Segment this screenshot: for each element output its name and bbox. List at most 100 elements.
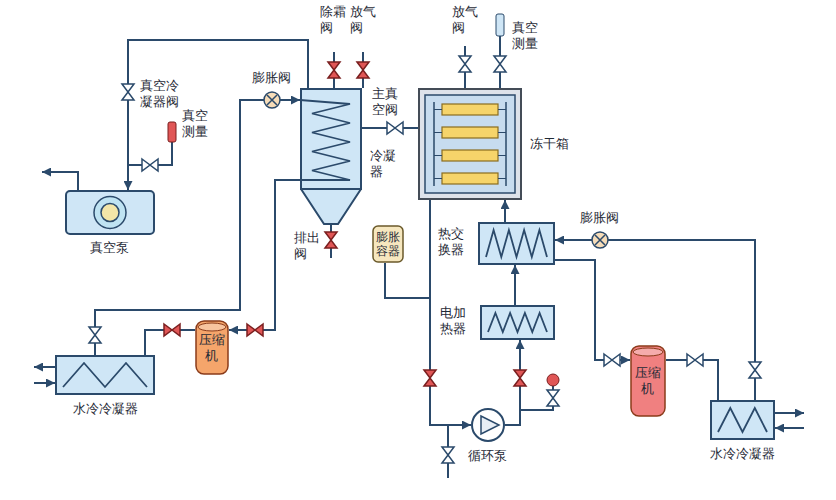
valve xyxy=(442,447,454,463)
vacuum-gauge xyxy=(496,14,504,36)
equipment-node: 膨胀容器 xyxy=(372,225,404,263)
valve-label: 真空测量 xyxy=(182,108,209,139)
node-shape xyxy=(65,190,155,235)
shape-polyline xyxy=(300,100,350,180)
shape-path xyxy=(434,178,506,179)
shape-rect xyxy=(196,321,228,374)
node-text: 压缩机 xyxy=(198,332,225,363)
node-shape xyxy=(480,305,555,340)
shape-path xyxy=(42,172,78,190)
expansion-valve xyxy=(592,232,608,248)
equipment-node: 循环泵 xyxy=(471,408,505,442)
shape-rect xyxy=(66,191,154,234)
valve xyxy=(514,370,526,386)
shape-rect xyxy=(481,306,554,339)
valve xyxy=(547,390,559,406)
node-shape xyxy=(471,408,505,442)
equipment-label: 热交换器 xyxy=(438,226,465,257)
shape-ellipse xyxy=(633,348,663,356)
auxiliary-pipes xyxy=(34,36,804,478)
valve-label: 主真空阀 xyxy=(372,86,399,117)
valve xyxy=(89,327,101,343)
valve-label: 真空测量 xyxy=(512,20,539,51)
equipment-node: 压缩机 xyxy=(630,345,666,417)
shape-polyline xyxy=(718,408,767,432)
shape-path xyxy=(34,366,55,368)
node-shape xyxy=(300,88,362,225)
valve xyxy=(424,370,436,386)
valve-label: 放气阀 xyxy=(350,4,377,35)
valve-label: 放气阀 xyxy=(452,4,479,35)
valve xyxy=(325,232,337,248)
node-shape xyxy=(55,355,155,395)
shape-rect xyxy=(711,401,774,439)
shape-rect xyxy=(442,127,498,138)
shape-rect xyxy=(479,223,554,264)
pressure-gauge xyxy=(547,374,559,386)
equipment-label: 水冷冷凝器 xyxy=(710,446,775,462)
equipment-node: 水冷冷凝器 xyxy=(710,400,775,440)
shape-path xyxy=(434,155,506,156)
equipment-node: 压缩机 xyxy=(195,320,229,375)
equipment-label: 真空泵 xyxy=(90,240,129,256)
equipment-label: 冷凝器 xyxy=(370,148,397,179)
shape-circle xyxy=(94,197,126,229)
shape-circle xyxy=(101,204,119,222)
valve xyxy=(604,354,620,366)
equipment-node: 水冷冷凝器 xyxy=(55,355,155,395)
equipment-node: 电加热器 xyxy=(480,305,555,340)
shape-circle xyxy=(472,409,504,441)
shape-rect xyxy=(373,226,403,262)
valve xyxy=(328,62,340,78)
shape-rect xyxy=(442,173,498,184)
equipment-node: 热交换器 xyxy=(478,222,555,265)
shape-path xyxy=(128,142,172,165)
equipment-node: 冷凝器 xyxy=(300,88,362,225)
valve xyxy=(459,56,471,72)
node-shape xyxy=(418,88,522,200)
valve-label: 排出阀 xyxy=(294,230,321,261)
valve xyxy=(687,354,703,366)
valve-label: 膨胀阀 xyxy=(252,70,291,86)
valve xyxy=(749,362,761,378)
shape-rect xyxy=(425,95,515,193)
shape-rect xyxy=(419,89,521,199)
shape-path xyxy=(434,102,506,186)
pipe-connector xyxy=(385,263,471,425)
pipe-connector xyxy=(128,40,308,190)
shape-path xyxy=(434,109,506,110)
node-text: 压缩机 xyxy=(634,365,661,396)
pipe-connector xyxy=(555,260,630,360)
node-shape xyxy=(478,222,555,265)
valve xyxy=(357,62,369,78)
valve xyxy=(142,159,158,171)
equipment-label: 电加热器 xyxy=(440,305,467,336)
valve xyxy=(122,84,134,100)
shape-rect xyxy=(631,346,665,416)
equipment-node: 冻干箱 xyxy=(418,88,522,200)
pipe-connector xyxy=(555,240,755,400)
shape-rect xyxy=(56,356,154,394)
shape-path xyxy=(434,132,506,133)
shape-polygon xyxy=(481,416,499,434)
valve xyxy=(164,324,180,336)
pipe-connector xyxy=(145,330,195,355)
shape-rect xyxy=(442,150,498,161)
expansion-valve xyxy=(264,92,280,108)
pipe-connector xyxy=(666,360,718,400)
shape-ellipse xyxy=(198,323,226,331)
equipment-label: 水冷冷凝器 xyxy=(73,401,138,417)
shape-polyline xyxy=(488,313,547,332)
pipe-connector xyxy=(514,265,516,305)
node-text: 膨胀容器 xyxy=(375,230,400,259)
shape-rect xyxy=(442,104,498,115)
shape-polyline xyxy=(63,363,147,387)
pipe-connector xyxy=(504,200,506,222)
pipe-connector xyxy=(430,200,471,425)
equipment-node: 真空泵 xyxy=(65,190,155,235)
valve-label: 真空冷凝器阀 xyxy=(140,78,180,109)
valve xyxy=(387,122,403,134)
node-shape xyxy=(710,400,775,440)
equipment-label: 循环泵 xyxy=(468,448,507,464)
